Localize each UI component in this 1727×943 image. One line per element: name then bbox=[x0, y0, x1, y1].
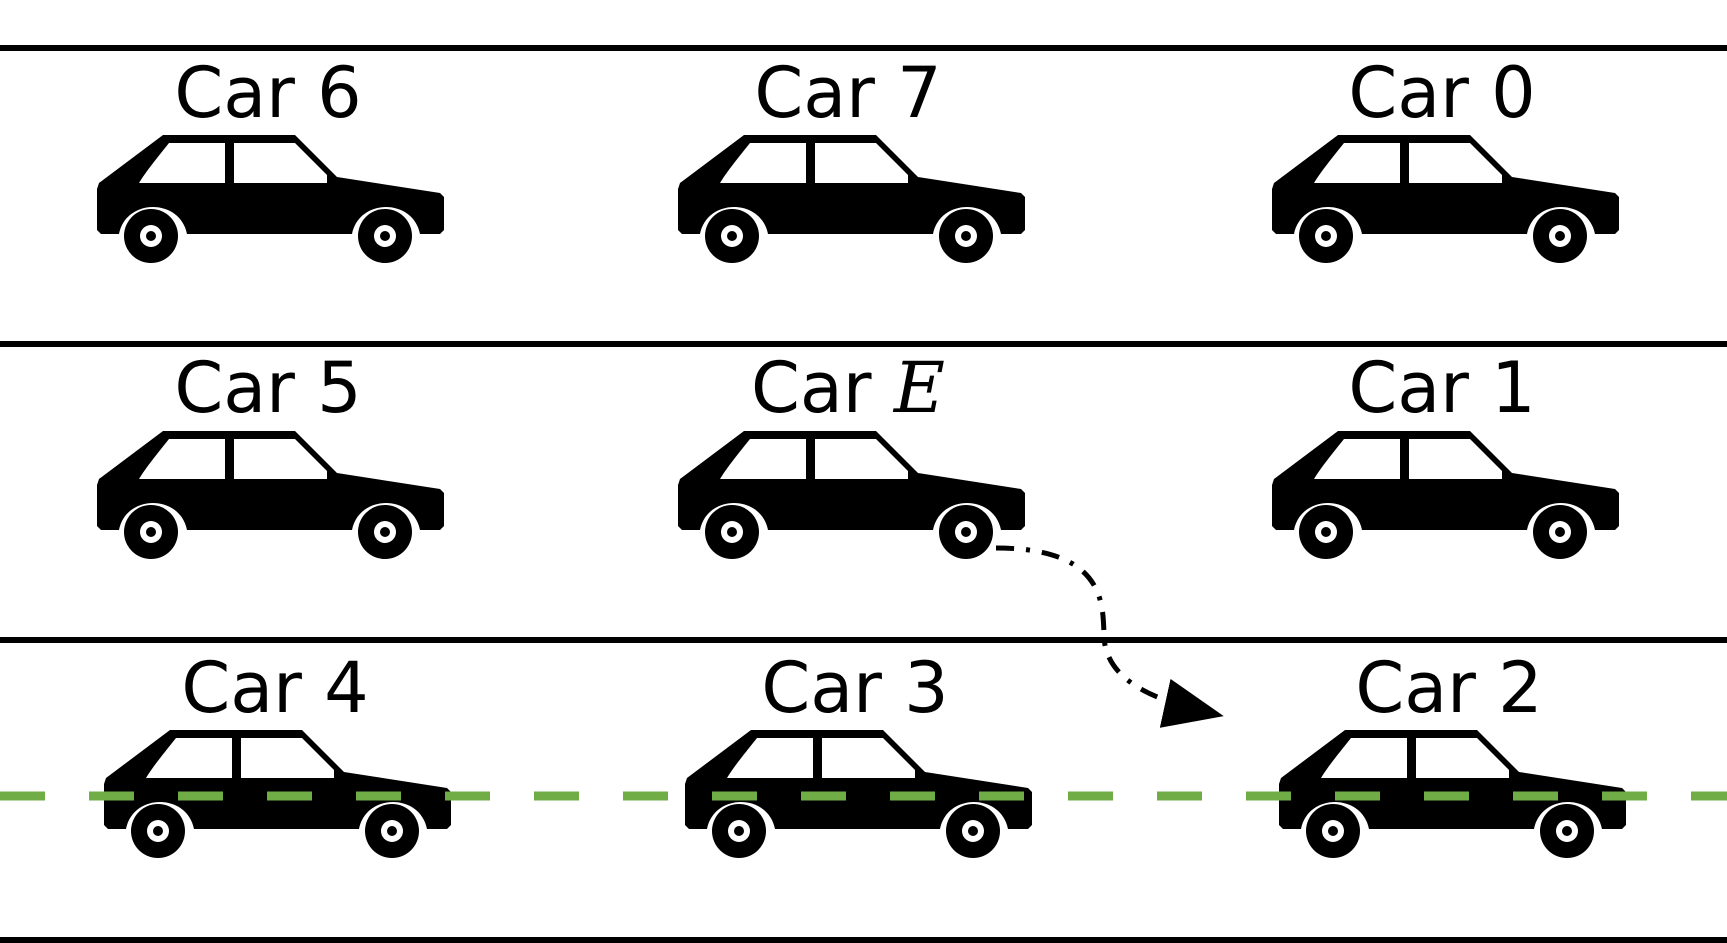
car-label: Car 0 bbox=[1348, 52, 1535, 134]
car-2: Car 2 bbox=[1279, 647, 1626, 858]
car-e: Car E bbox=[678, 347, 1025, 559]
car-icon bbox=[1272, 135, 1619, 263]
car-label: Car 4 bbox=[181, 647, 368, 729]
lane-1: Car 6 Car 7 Car 0 bbox=[97, 52, 1619, 263]
car-icon bbox=[97, 135, 444, 263]
car-label: Car 6 bbox=[174, 52, 361, 134]
car-icon bbox=[1272, 431, 1619, 559]
car-label: Car 1 bbox=[1348, 347, 1535, 429]
car-icon bbox=[678, 431, 1025, 559]
car-7: Car 7 bbox=[678, 52, 1025, 263]
car-6: Car 6 bbox=[97, 52, 444, 263]
car-label: Car 3 bbox=[761, 647, 948, 729]
car-0: Car 0 bbox=[1272, 52, 1619, 263]
car-label: Car E bbox=[751, 347, 945, 429]
car-1: Car 1 bbox=[1272, 347, 1619, 559]
lane-3: Car 4 Car 3 Car 2 bbox=[104, 647, 1626, 858]
car-4: Car 4 bbox=[104, 647, 451, 858]
car-5: Car 5 bbox=[97, 347, 444, 559]
car-3: Car 3 bbox=[685, 647, 1032, 858]
lane-2: Car 5 Car E Car 1 bbox=[97, 347, 1619, 559]
car-label: Car 5 bbox=[174, 347, 361, 429]
car-label: Car 7 bbox=[754, 52, 941, 134]
car-icon bbox=[97, 431, 444, 559]
car-icon bbox=[678, 135, 1025, 263]
car-label: Car 2 bbox=[1355, 647, 1542, 729]
lane-change-arrow bbox=[995, 545, 1224, 728]
